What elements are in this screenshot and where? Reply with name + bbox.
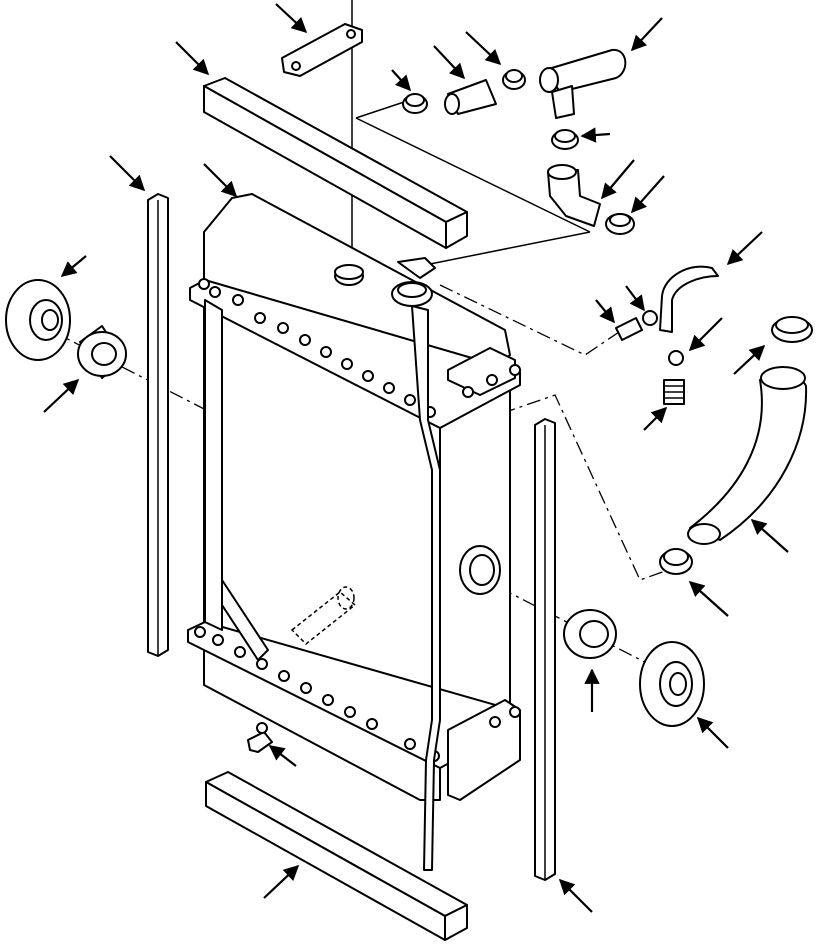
top-flange-bolts <box>198 278 521 418</box>
drain-cock <box>247 722 273 753</box>
callout-arrow <box>726 231 763 266</box>
spring <box>663 379 685 405</box>
callout-arrow <box>688 317 723 352</box>
callout-arrow <box>109 155 146 192</box>
filler-neck <box>334 264 364 286</box>
callout-arrow <box>696 716 729 749</box>
nut <box>668 350 684 366</box>
callout-arrow <box>391 69 412 92</box>
callout-arrow <box>643 406 668 431</box>
callout-arrow <box>263 864 300 899</box>
callout-arrow <box>601 159 635 200</box>
hose-clamp-1 <box>402 93 428 114</box>
top-foam-strip <box>203 77 468 249</box>
lower-hose <box>687 366 808 545</box>
callout-arrow <box>688 580 729 617</box>
callout-arrows <box>43 3 789 913</box>
upper-hose <box>444 79 497 115</box>
callout-arrow <box>465 31 502 66</box>
right-mounting-cushion <box>563 609 617 659</box>
hose-clamp-5 <box>771 316 813 343</box>
hose-clamp-4 <box>605 213 635 235</box>
callout-arrow <box>433 45 466 80</box>
callout-arrow <box>275 3 308 34</box>
overflow-tube <box>411 305 441 871</box>
hose-clamp-3 <box>551 129 579 150</box>
bottom-foam-strip <box>205 771 468 941</box>
left-mounting-washer <box>5 279 71 361</box>
water-outlet-elbow <box>539 48 627 119</box>
hose-clamp-6 <box>659 548 693 575</box>
callout-arrow <box>733 344 766 375</box>
callout-arrow <box>630 175 665 214</box>
right-mounting-washer <box>639 641 705 727</box>
callout-arrow <box>268 745 297 767</box>
elbow-hose <box>547 164 601 227</box>
callout-arrow <box>595 299 615 324</box>
callout-arrow <box>750 518 789 553</box>
left-vertical-strip <box>147 193 169 657</box>
callout-arrow <box>175 41 210 76</box>
top-bracket <box>281 23 363 77</box>
right-vertical-strip <box>534 418 556 881</box>
callout-arrow <box>60 255 87 277</box>
fitting-2 <box>642 310 658 326</box>
callout-arrow <box>630 17 663 52</box>
callout-arrow <box>625 285 645 312</box>
left-mounting-cushion <box>77 325 127 379</box>
hose-clamp-2 <box>502 69 526 90</box>
fitting-1 <box>615 317 643 341</box>
callout-arrow <box>580 127 611 143</box>
outlet-flange <box>459 545 501 595</box>
callout-arrow <box>43 378 80 413</box>
callout-arrow <box>558 878 593 913</box>
vent-tube <box>659 265 719 333</box>
callout-arrow <box>203 163 238 198</box>
